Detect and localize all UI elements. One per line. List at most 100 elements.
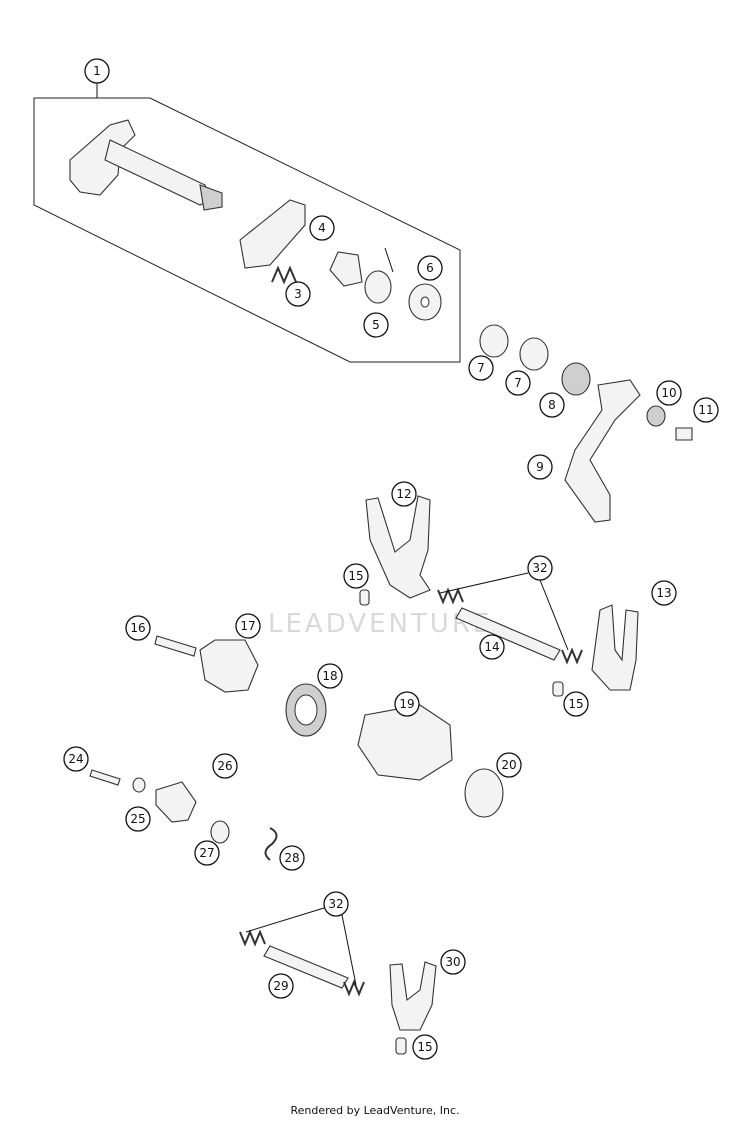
svg-text:32: 32 <box>328 897 343 911</box>
bushing-part-7a <box>479 324 509 358</box>
callout-7a: 7 <box>468 355 494 381</box>
svg-text:15: 15 <box>417 1040 432 1054</box>
svg-text:9: 9 <box>536 460 544 474</box>
shift-fork-part-12 <box>365 495 431 599</box>
callout-16: 16 <box>125 615 151 641</box>
shift-plate-part <box>239 199 306 269</box>
shift-star-part-17 <box>199 639 259 693</box>
callout-20: 20 <box>496 752 522 778</box>
leader-32a-right <box>539 579 569 651</box>
lever-part-26 <box>155 781 197 823</box>
svg-text:6: 6 <box>426 261 434 275</box>
bolt-part-11 <box>675 427 693 441</box>
callout-19: 19 <box>394 691 420 717</box>
callout-15a: 15 <box>343 563 369 589</box>
svg-text:30: 30 <box>445 955 460 969</box>
washer-part-10 <box>646 405 666 427</box>
svg-text:15: 15 <box>568 697 583 711</box>
svg-text:16: 16 <box>130 621 145 635</box>
bolt-part-24 <box>89 769 121 786</box>
callout-30: 30 <box>440 949 466 975</box>
svg-text:26: 26 <box>217 759 232 773</box>
callout-17: 17 <box>235 613 261 639</box>
shift-drum-part-19 <box>357 704 453 781</box>
svg-text:24: 24 <box>68 752 83 766</box>
callout-9: 9 <box>527 454 553 480</box>
svg-text:1: 1 <box>93 64 101 78</box>
callout-32a: 32 <box>527 555 553 581</box>
shift-fork-part-13 <box>591 604 639 691</box>
callout-25: 25 <box>125 806 151 832</box>
ring-tab-5 <box>384 247 394 273</box>
svg-text:28: 28 <box>284 851 299 865</box>
callout-28: 28 <box>279 845 305 871</box>
callout-4: 4 <box>309 215 335 241</box>
callout-26: 26 <box>212 753 238 779</box>
rod-part-14 <box>455 607 561 661</box>
svg-text:25: 25 <box>130 812 145 826</box>
ring-part-5 <box>364 270 392 304</box>
svg-text:7: 7 <box>514 376 522 390</box>
callout-8: 8 <box>539 392 565 418</box>
spring-part-32d <box>343 979 365 997</box>
watermark-text: LEADVENTURE <box>268 609 492 639</box>
svg-text:11: 11 <box>698 403 713 417</box>
svg-text:3: 3 <box>294 287 302 301</box>
svg-text:18: 18 <box>322 669 337 683</box>
roller-part-27 <box>210 820 230 844</box>
svg-text:32: 32 <box>532 561 547 575</box>
svg-text:5: 5 <box>372 318 380 332</box>
shift-lever-part-9 <box>564 379 641 523</box>
svg-text:27: 27 <box>199 846 214 860</box>
leader-32b-right <box>341 914 357 986</box>
callout-27: 27 <box>194 840 220 866</box>
rod-part-29 <box>263 945 349 989</box>
spring-part-32c <box>239 929 266 947</box>
callout-18: 18 <box>317 663 343 689</box>
callout-7b: 7 <box>505 370 531 396</box>
bolt-part-16 <box>154 635 197 657</box>
callout-32b: 32 <box>323 891 349 917</box>
callout-5: 5 <box>363 312 389 338</box>
leader-32a-left <box>439 572 529 594</box>
svg-text:20: 20 <box>501 758 516 772</box>
callout-6: 6 <box>417 255 443 281</box>
callout-11: 11 <box>693 397 719 423</box>
callout-14: 14 <box>479 634 505 660</box>
spring-part-32b <box>561 647 583 665</box>
svg-text:4: 4 <box>318 221 326 235</box>
shift-shaft-part <box>69 119 223 211</box>
leader-32b-left <box>245 907 325 933</box>
callout-24: 24 <box>63 746 89 772</box>
bearing-hole-18 <box>294 694 318 726</box>
bearing-part-20 <box>464 768 504 818</box>
seal-part-8 <box>561 362 591 396</box>
svg-text:17: 17 <box>240 619 255 633</box>
callout-12: 12 <box>391 481 417 507</box>
spring-part-32a <box>437 587 464 605</box>
callout-13: 13 <box>651 580 677 606</box>
svg-text:7: 7 <box>477 361 485 375</box>
callout-15c: 15 <box>412 1034 438 1060</box>
callout-10: 10 <box>656 380 682 406</box>
bushing-part-7b <box>519 337 549 371</box>
svg-text:8: 8 <box>548 398 556 412</box>
footer-credit: Rendered by LeadVenture, Inc. <box>290 1104 460 1117</box>
svg-text:10: 10 <box>661 386 676 400</box>
pin-part-15b <box>552 681 564 697</box>
svg-text:12: 12 <box>396 487 411 501</box>
callout-3: 3 <box>285 281 311 307</box>
washer-part-25 <box>132 777 146 793</box>
svg-text:15: 15 <box>348 569 363 583</box>
pin-part-15c <box>395 1037 407 1055</box>
svg-text:29: 29 <box>273 979 288 993</box>
spring-part-28 <box>264 827 278 861</box>
shift-fork-part-30 <box>389 961 437 1031</box>
washer-hole-6 <box>420 296 430 308</box>
callout-29: 29 <box>268 973 294 999</box>
svg-text:14: 14 <box>484 640 499 654</box>
pin-part-15a <box>359 589 370 606</box>
svg-text:13: 13 <box>656 586 671 600</box>
callout-1: 1 <box>84 58 110 84</box>
